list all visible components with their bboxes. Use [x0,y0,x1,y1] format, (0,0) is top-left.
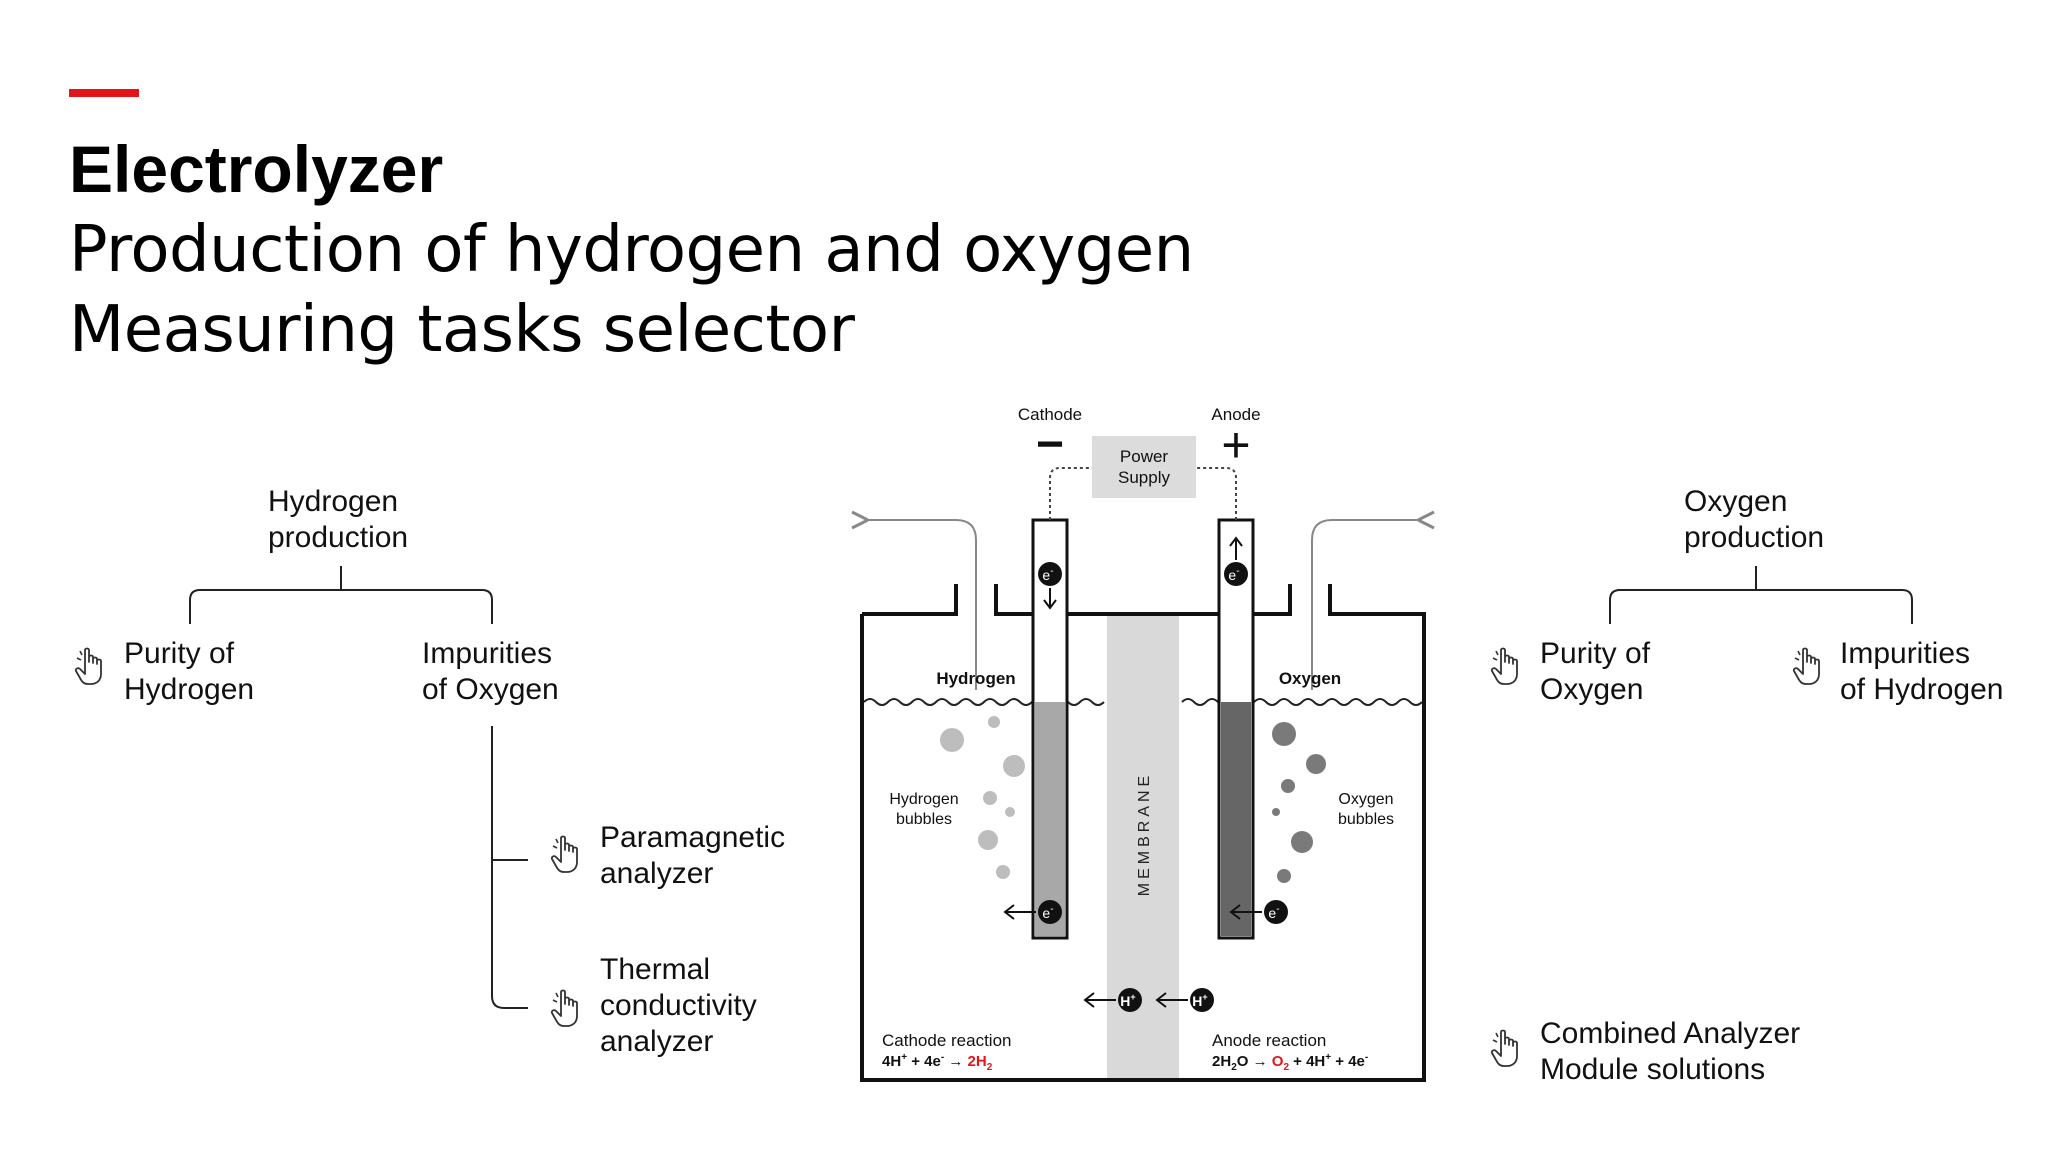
anode-reaction-equation: 2H2O → O2 + 4H+ + 4e- [1212,1052,1368,1073]
electron-cathode-bottom: e- [1003,900,1062,924]
cathode-reaction-equation: 4H+ + 4e- → 2H2 [882,1052,993,1073]
svg-text:Power: Power [1120,447,1169,466]
pointing-hand-icon[interactable] [1792,647,1820,685]
hydrogen-gas-label: Hydrogen [936,669,1015,688]
svg-text:Hydrogen: Hydrogen [889,791,958,808]
anode-label: Anode [1211,405,1260,424]
oxygen-outlet-arrow [1311,520,1418,690]
svg-text:e-: e- [1042,904,1053,921]
page-subtitle-selector: Measuring tasks selector [69,293,855,367]
electron-anode-bottom: e- [1229,900,1288,924]
proton-left: H+ [1083,988,1142,1012]
hydrogen-outlet-arrow [868,520,977,690]
minus-sign: − [1036,418,1064,471]
oxygen-tree-connectors [1609,566,1913,624]
electron-cathode-top: e- [1038,562,1062,610]
pointing-hand-icon[interactable] [1490,647,1518,685]
anode-reaction-title: Anode reaction [1212,1031,1326,1050]
power-supply [1092,436,1196,498]
pointing-hand-icon[interactable] [74,647,102,685]
svg-text:e-: e- [1228,566,1239,583]
svg-text:Supply: Supply [1118,468,1170,487]
cathode-label: Cathode [1018,405,1082,424]
svg-text:bubbles: bubbles [1338,811,1394,828]
electron-anode-top: e- [1224,536,1248,586]
tank-outline [860,584,1426,1082]
page-title: Electrolyzer [69,132,444,206]
plus-sign: + [1221,417,1250,473]
svg-text:H+: H+ [1192,992,1207,1009]
svg-text:bubbles: bubbles [896,811,952,828]
svg-text:Oxygen: Oxygen [1338,791,1393,808]
hydrogen-bubbles [940,716,1025,879]
pointing-hand-icon[interactable] [550,835,578,873]
svg-text:H+: H+ [1120,992,1135,1009]
proton-right: H+ [1155,988,1214,1012]
accent-bar [69,89,139,97]
pointing-hand-icon[interactable] [1490,1029,1518,1067]
pointing-hand-icon[interactable] [550,989,578,1027]
hydrogen-tree-connectors [189,566,528,1009]
svg-text:e-: e- [1042,566,1053,583]
oxygen-gas-label: Oxygen [1279,669,1341,688]
oxygen-bubbles [1272,722,1326,883]
svg-text:e-: e- [1268,904,1279,921]
page-subtitle-production: Production of hydrogen and oxygen [69,213,1194,287]
electrolyzer-cell: MEMBRANE Power Supply Cathode Anode − + … [860,405,1426,1082]
cathode-reaction-title: Cathode reaction [882,1031,1011,1050]
membrane-label: MEMBRANE [1136,772,1153,896]
